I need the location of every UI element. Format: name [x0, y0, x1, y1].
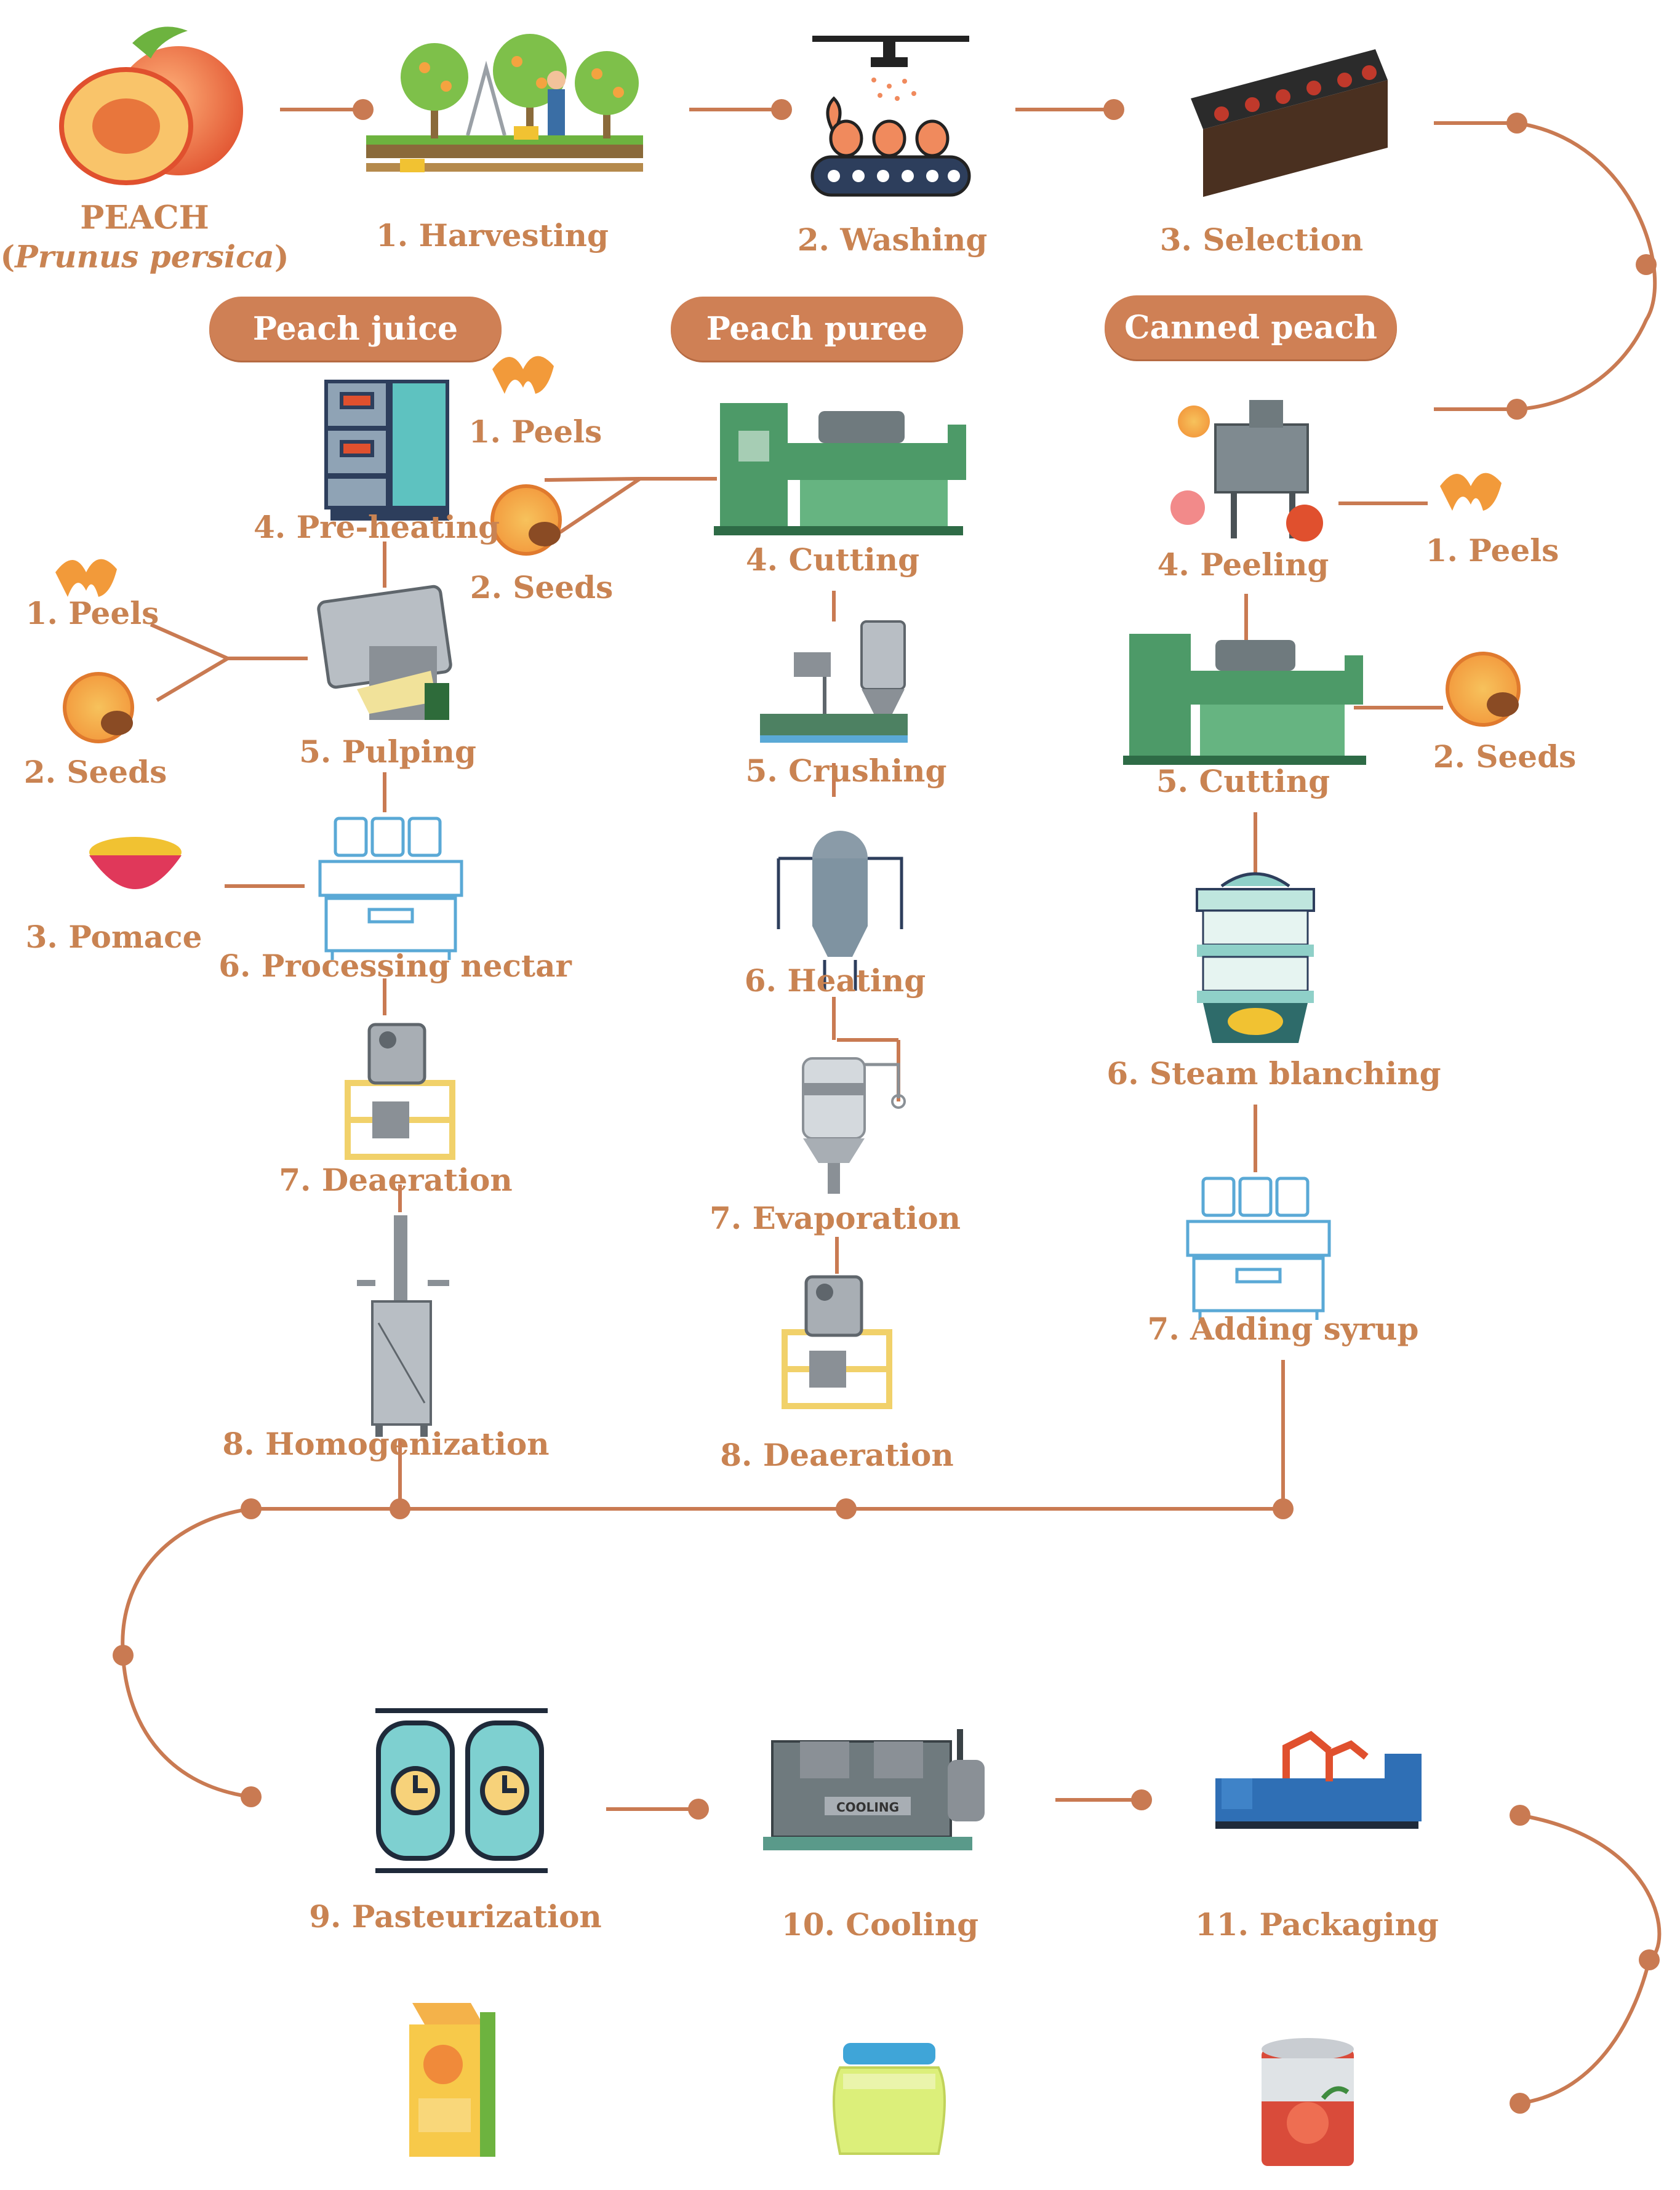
deaeration-juice-icon — [345, 1023, 455, 1160]
juice-step-homogenization: 8. Homogenization — [222, 1426, 550, 1462]
peach-fruit-icon — [59, 26, 243, 185]
puree-step-cutting: 4. Cutting — [745, 542, 920, 578]
juice-carton-icon — [409, 2003, 495, 2157]
peels-icon — [55, 356, 1502, 597]
step-cooling: 10. Cooling — [781, 1906, 979, 1943]
step-selection: 3. Selection — [1159, 222, 1364, 258]
heating-vessel-icon — [777, 831, 903, 991]
puree-byproduct-seeds: 2. Seeds — [470, 569, 614, 605]
pulping-machine-icon — [317, 585, 452, 720]
cutting-machine-puree-icon — [714, 403, 966, 535]
product-peach-juice: Peach juice — [209, 297, 502, 361]
crushing-machine-icon — [760, 620, 908, 743]
step-washing: 2. Washing — [797, 222, 988, 258]
seeds-icon — [63, 484, 1521, 743]
juice-step-preheating: 4. Pre-heating — [253, 509, 500, 545]
cutting-machine-canned-icon — [1123, 634, 1366, 765]
juice-step-nectar: 6. Processing nectar — [218, 948, 572, 984]
canned-step-blanching: 6. Steam blanching — [1106, 1055, 1441, 1092]
peeling-machine-icon — [1170, 400, 1323, 542]
juice-byproduct-peels: 1. Peels — [25, 595, 159, 631]
product-canned-peach: Canned peach — [1105, 295, 1397, 359]
evaporator-icon — [802, 1057, 906, 1194]
canned-byproduct-peels: 1. Peels — [1425, 532, 1559, 569]
cooling-machine-icon: COOLING — [763, 1729, 985, 1850]
puree-step-deaeration: 8. Deaeration — [720, 1437, 954, 1473]
peach-name: PEACH — [80, 199, 209, 237]
canned-peach-icon — [1262, 2038, 1354, 2166]
raw-material-label: PEACH (Prunus persica) — [0, 199, 289, 275]
puree-step-evaporation: 7. Evaporation — [709, 1200, 961, 1236]
juice-step-pulping: 5. Pulping — [299, 733, 476, 770]
canned-step-cutting: 5. Cutting — [1156, 763, 1330, 799]
puree-step-heating: 6. Heating — [744, 962, 926, 999]
puree-step-crushing: 5. Crushing — [745, 753, 947, 789]
step-pasteurization: 9. Pasteurization — [309, 1898, 602, 1935]
product-peach-puree: Peach puree — [671, 297, 963, 361]
step-harvesting: 1. Harvesting — [375, 217, 609, 254]
juice-step-deaeration: 7. Deaeration — [279, 1162, 513, 1198]
homogenizer-icon — [357, 1215, 449, 1437]
juice-byproduct-seeds: 2. Seeds — [23, 754, 167, 790]
pasteurizer-icon — [375, 1708, 548, 1873]
peach-latin-name: Prunus persica — [15, 238, 274, 275]
selection-icon — [1191, 49, 1388, 197]
washing-icon — [810, 36, 971, 197]
deaeration-puree-icon — [782, 1275, 892, 1409]
juice-byproduct-pomace: 3. Pomace — [25, 919, 202, 955]
pre-heating-oven-icon — [324, 380, 449, 521]
puree-jar-icon — [833, 2043, 946, 2155]
connector-dots — [113, 99, 1660, 2114]
packaging-line-icon — [1215, 1730, 1422, 1829]
canned-step-peeling: 4. Peeling — [1157, 546, 1329, 583]
canned-byproduct-seeds: 2. Seeds — [1433, 738, 1577, 775]
pomace-bowl-icon — [89, 837, 182, 889]
cooling-panel-text: COOLING — [836, 1800, 899, 1815]
canned-step-syrup: 7. Adding syrup — [1147, 1311, 1419, 1347]
puree-byproduct-peels: 1. Peels — [468, 414, 602, 450]
adding-syrup-icon — [1186, 1177, 1331, 1320]
step-packaging: 11. Packaging — [1195, 1906, 1439, 1943]
steamer-icon — [1196, 872, 1315, 1043]
processing-nectar-icon — [318, 817, 463, 960]
harvesting-icon — [366, 34, 643, 172]
